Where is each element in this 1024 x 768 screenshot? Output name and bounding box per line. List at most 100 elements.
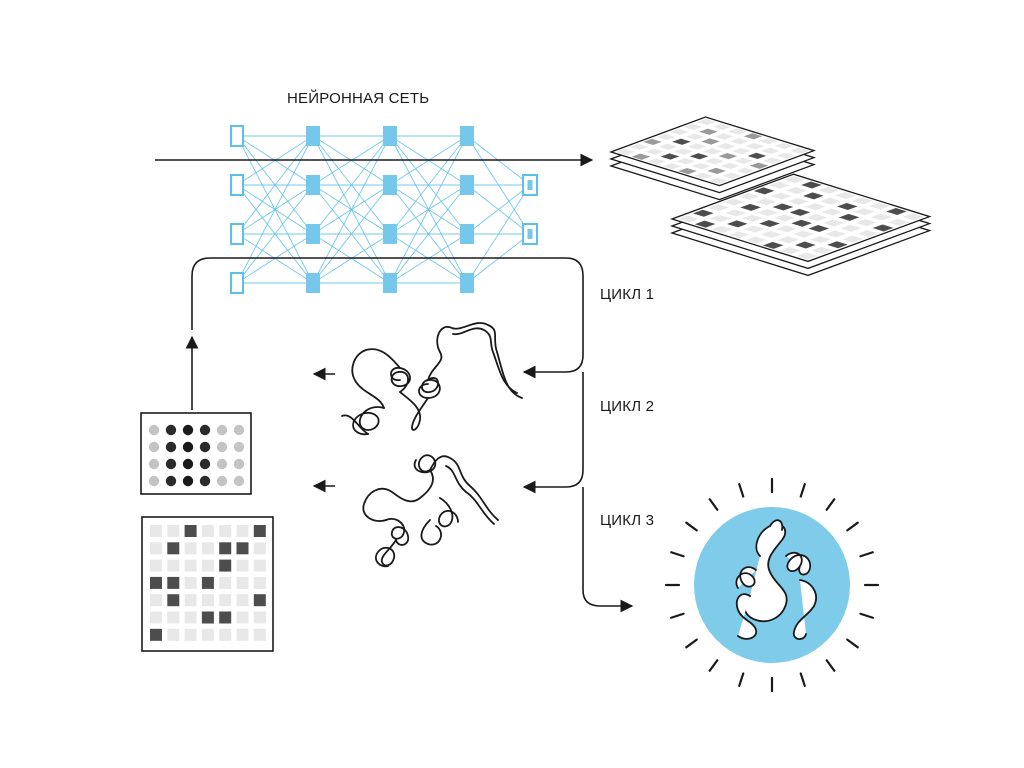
stack-cell (658, 143, 678, 150)
sun-ray (685, 638, 698, 649)
sun-ray (708, 498, 719, 511)
contact-map-cell (236, 559, 249, 572)
stack-cell (670, 128, 689, 136)
protein-structure-final (735, 519, 817, 640)
stack-cell (855, 219, 877, 227)
stack-cell (801, 181, 822, 189)
sun-ray (859, 612, 874, 619)
nn-hidden-node (383, 126, 397, 146)
dot-matrix-cell (148, 441, 160, 453)
contact-map-cell (150, 525, 162, 537)
stack-cell (718, 152, 738, 160)
stack-cell (762, 241, 784, 249)
stack-cell (774, 142, 794, 150)
stack-cell (823, 219, 845, 227)
protein-structure-cycle2 (362, 454, 499, 568)
stack-cell (616, 148, 635, 156)
stack-cell (840, 224, 862, 232)
contact-map-cell (201, 525, 214, 537)
nn-hidden-node (306, 175, 320, 195)
stack-cell (793, 230, 814, 238)
stack-cell (796, 252, 818, 260)
stack-cell (687, 143, 707, 150)
stack-cell (740, 203, 762, 211)
dot-matrix-cell (165, 441, 177, 453)
contact-map-cell (150, 611, 162, 624)
stack-cell (711, 225, 733, 233)
dot-matrix-cell (199, 458, 211, 470)
stack-cell (857, 230, 879, 238)
stack-cell (732, 147, 751, 155)
sun-rays (664, 477, 880, 693)
stack-cell (777, 236, 799, 244)
stack-cell (819, 197, 841, 205)
nn-input-node (230, 272, 244, 294)
contact-map-cell (201, 576, 214, 589)
contact-map-panel (141, 516, 274, 652)
output-distance-stack (608, 116, 817, 201)
stack-cell (725, 209, 746, 217)
stack-cell (645, 148, 664, 155)
contact-map-cell (150, 594, 162, 607)
contact-map-cell (253, 628, 266, 641)
stack-cell (697, 118, 716, 126)
stack-cell (827, 241, 848, 249)
stack-cell (745, 236, 767, 244)
stack-cell (790, 147, 809, 154)
dot-matrix-cell (233, 424, 245, 436)
stack-cell (678, 167, 697, 175)
contact-map-cell (236, 628, 249, 641)
sun-ray (670, 551, 685, 558)
stack-cell (753, 187, 775, 195)
stack-cell (726, 220, 748, 228)
dot-matrix-cell (199, 441, 211, 453)
stack-cell (683, 123, 703, 131)
contact-map-cell (236, 594, 249, 607)
stack-cell (708, 204, 729, 212)
dot-matrix-cell (233, 441, 245, 453)
stack-cell (774, 214, 796, 222)
nn-hidden-node (383, 224, 397, 244)
nn-hidden-node (383, 175, 397, 195)
stack-cell (685, 133, 705, 140)
stack-cell (903, 213, 924, 221)
contact-map-cell (150, 576, 162, 589)
stack-cell (811, 246, 833, 254)
sun-ray (670, 612, 685, 619)
dot-matrix-cell (148, 424, 160, 436)
dot-matrix-cell (216, 458, 228, 470)
stack-cell (759, 137, 778, 145)
nn-output-node-core (527, 180, 533, 190)
dot-matrix-cell (148, 458, 160, 470)
stack-cell (763, 157, 782, 164)
stack-cell (734, 157, 753, 165)
stack-cell (738, 192, 760, 200)
stack-cell (707, 167, 726, 175)
stack-cell (853, 208, 875, 216)
nn-hidden-node (306, 224, 320, 244)
sun-ray (708, 659, 719, 672)
stack-cell (703, 148, 722, 155)
stack-cell (838, 213, 860, 221)
stack-cell (818, 186, 839, 194)
stack-cell (672, 138, 691, 145)
output-contact-stack (669, 173, 932, 277)
dot-matrix-cell (199, 475, 211, 487)
cycle3-arrow-line (582, 487, 634, 613)
contact-map-cell (184, 611, 197, 624)
contact-map-cell (219, 559, 232, 572)
protein-structure-cycle1 (341, 322, 523, 436)
dot-matrix-frame (140, 412, 252, 495)
nn-connection (236, 135, 314, 235)
stack-cell (709, 177, 728, 184)
sun-ray (825, 498, 836, 511)
contact-map-cell (167, 559, 180, 572)
stack-cell (785, 187, 807, 195)
contact-map-cell (167, 576, 180, 589)
stack-cell (761, 147, 780, 155)
stack-cell (821, 208, 843, 216)
stack-cell (776, 225, 797, 233)
stack-cell (745, 142, 765, 150)
contact-map-cell (201, 611, 214, 624)
contact-map-cell (184, 525, 197, 537)
